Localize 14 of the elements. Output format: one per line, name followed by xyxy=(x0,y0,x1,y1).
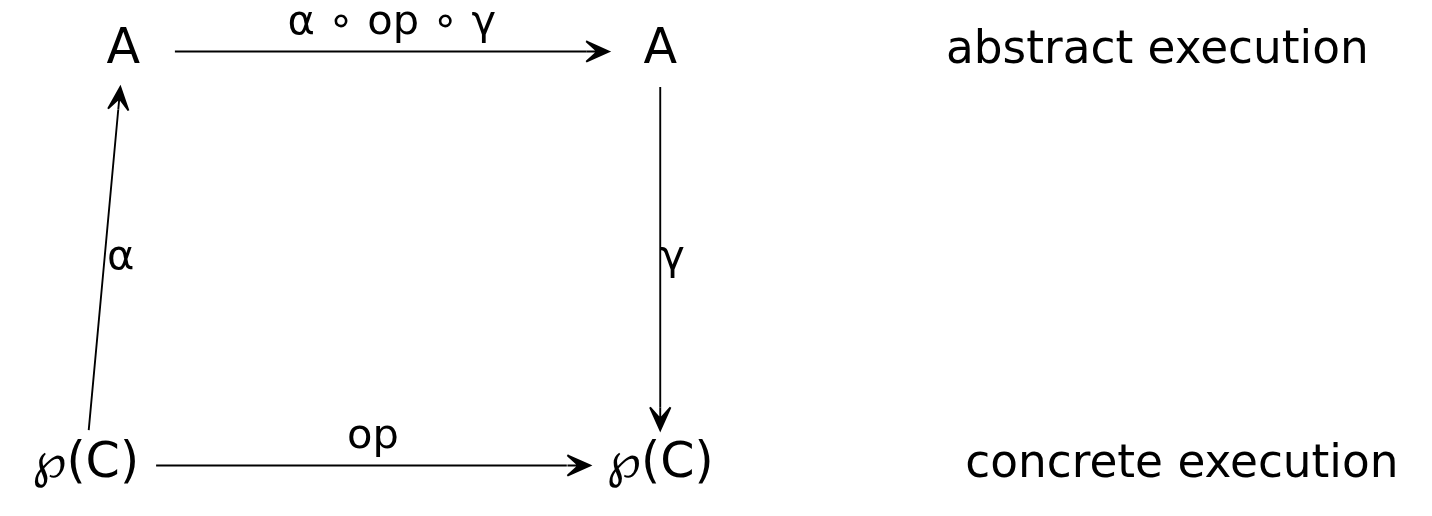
edge-label: γ xyxy=(660,229,685,279)
arrow xyxy=(155,453,592,477)
arrow xyxy=(649,85,672,431)
node-text: A xyxy=(106,16,141,75)
label: abstract execution xyxy=(946,20,1369,74)
arrow xyxy=(87,85,130,431)
label: concrete execution xyxy=(965,434,1399,488)
edge-label: op xyxy=(347,408,399,458)
edge-label: α xyxy=(106,229,135,279)
edge-label: α ∘ op ∘ γ xyxy=(287,0,497,44)
node-text: ℘(C) xyxy=(606,430,714,489)
node-text: ℘(C) xyxy=(32,430,140,489)
node-text: A xyxy=(643,16,678,75)
arrow xyxy=(173,39,610,63)
